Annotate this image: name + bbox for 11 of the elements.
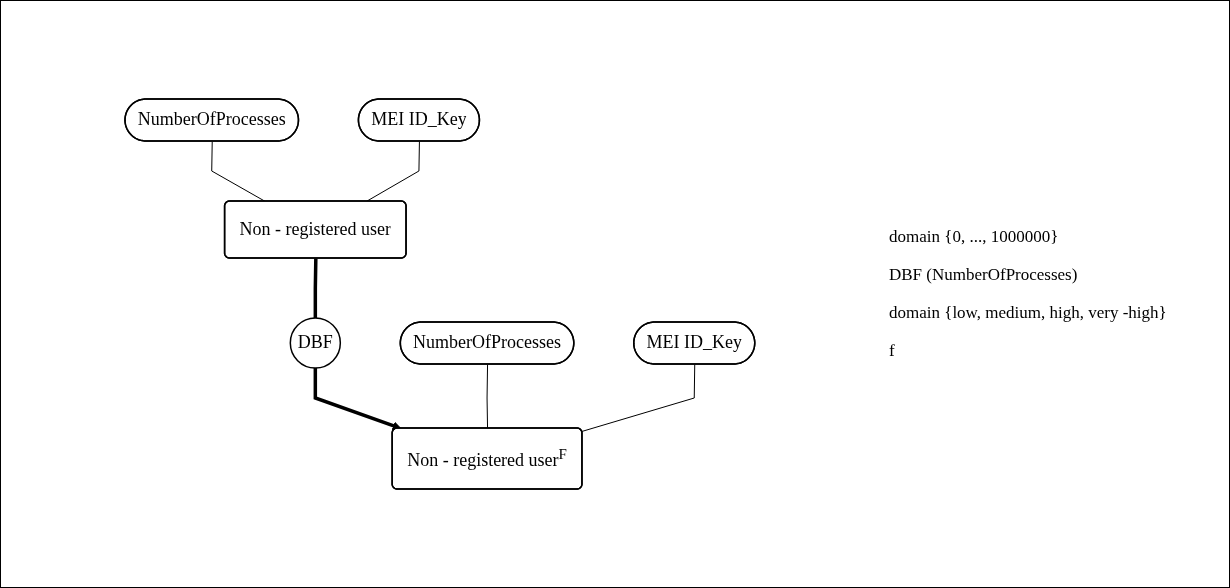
connector bbox=[211, 141, 266, 202]
note-text: f bbox=[889, 341, 896, 361]
note-text: domain {low, medium, high, very -high} bbox=[889, 303, 1168, 323]
connector bbox=[486, 364, 489, 429]
node-circle: DBF bbox=[289, 317, 342, 369]
note-text: DBF (NumberOfProcesses) bbox=[889, 265, 1079, 285]
arrow bbox=[313, 368, 402, 430]
connector bbox=[581, 364, 696, 432]
note-text: domain {0, ..., 1000000} bbox=[889, 227, 1060, 247]
connector bbox=[365, 141, 421, 202]
connector bbox=[313, 258, 318, 318]
